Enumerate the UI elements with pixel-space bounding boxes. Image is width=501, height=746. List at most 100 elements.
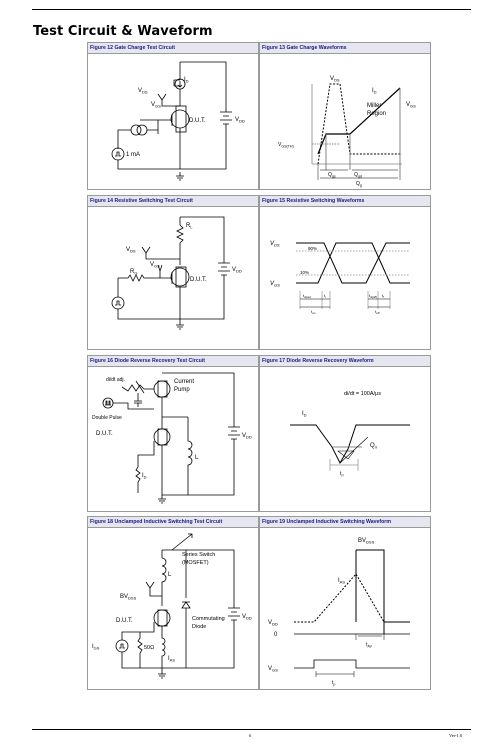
svg-text:VDS: VDS — [330, 76, 340, 83]
svg-text:IAS: IAS — [168, 656, 175, 663]
svg-text:tAV: tAV — [366, 642, 373, 649]
top-rule — [32, 9, 471, 10]
svg-text:di/dt = 100A/μs: di/dt = 100A/μs — [344, 391, 381, 397]
svg-text:VDS: VDS — [270, 241, 280, 248]
figure-14: Figure 14 Resistive Switching Test Circu… — [87, 195, 259, 350]
figure-caption: Figure 19 Unclamped Inductive Switching … — [260, 517, 430, 528]
svg-text:ID: ID — [372, 88, 377, 95]
diode-reverse-recovery-waveform: di/dt = 100A/μs ID Qrr trr — [290, 391, 410, 478]
svg-text:Region: Region — [367, 111, 386, 117]
svg-text:BVDSS: BVDSS — [358, 538, 375, 545]
svg-text:Qgs: Qgs — [328, 172, 336, 179]
svg-text:trr: trr — [340, 471, 345, 478]
diode-reverse-recovery-test-circuit: di/dt adj. Current Pump Double Pulse D.U… — [92, 372, 252, 504]
pulse-source-icon — [102, 397, 114, 409]
svg-text:RG: RG — [130, 269, 137, 276]
svg-text:1 mA: 1 mA — [126, 152, 140, 158]
version-label: Ver-1.0 — [449, 733, 463, 738]
svg-text:50Ω: 50Ω — [144, 645, 154, 651]
svg-text:(MOSFET): (MOSFET) — [182, 560, 209, 566]
svg-text:td(on): td(on) — [303, 293, 311, 299]
svg-text:IGS: IGS — [92, 644, 100, 651]
figure-caption: Figure 13 Gate Charge Waveforms — [260, 43, 430, 54]
svg-text:L: L — [168, 572, 172, 578]
mosfet-dut-icon — [153, 428, 171, 446]
svg-text:10%: 10% — [300, 270, 309, 275]
figure-12: Figure 12 Gate Charge Test Circuit ID VD… — [87, 42, 259, 190]
svg-text:Qgd: Qgd — [354, 172, 362, 179]
page-title: Test Circuit & Waveform — [33, 24, 213, 39]
unclamped-inductive-switching-waveform: BVDSS IAS VDD 0 tAV VGS tp — [268, 538, 410, 687]
svg-text:Double Pulse: Double Pulse — [92, 415, 122, 421]
current-source-icon — [136, 124, 148, 136]
svg-text:IAS: IAS — [338, 578, 345, 585]
svg-text:ID: ID — [302, 411, 307, 418]
figure-caption: Figure 14 Resistive Switching Test Circu… — [88, 196, 258, 207]
figure-caption: Figure 17 Diode Reverse Recovery Wavefor… — [260, 356, 430, 367]
gate-charge-waveforms: VDS ID VGS Miller Region VGS(TH) Qgs Qgd… — [278, 76, 416, 188]
svg-text:Miller: Miller — [367, 103, 381, 109]
svg-text:td(off): td(off) — [369, 293, 377, 299]
svg-text:VGS: VGS — [151, 102, 161, 109]
svg-text:tf: tf — [382, 293, 384, 299]
gate-charge-test-circuit: ID VDS VGS D.U.T. VDD 1 mA — [111, 61, 245, 181]
svg-text:VDD: VDD — [268, 620, 278, 627]
svg-text:VDD: VDD — [232, 267, 242, 274]
figure-grid: Figure 12 Gate Charge Test Circuit ID VD… — [87, 42, 431, 690]
svg-text:90%: 90% — [308, 246, 317, 251]
svg-text:Pump: Pump — [174, 387, 190, 393]
figure-18: Figure 18 Unclamped Inductive Switching … — [87, 516, 259, 690]
svg-text:RL: RL — [186, 223, 193, 230]
svg-text:Qg: Qg — [356, 181, 362, 188]
figure-13: Figure 13 Gate Charge Waveforms VDS ID V… — [259, 42, 431, 190]
svg-text:VDD: VDD — [242, 433, 252, 440]
svg-text:ID: ID — [142, 473, 147, 480]
svg-text:Series Switch: Series Switch — [182, 552, 215, 558]
mosfet-dut-icon — [175, 105, 187, 133]
svg-text:VGS: VGS — [406, 102, 416, 109]
svg-text:VDD: VDD — [235, 117, 245, 124]
figure-19: Figure 19 Unclamped Inductive Switching … — [259, 516, 431, 690]
svg-text:BVDSS: BVDSS — [120, 594, 137, 601]
series-switch-icon — [171, 533, 193, 551]
mosfet-dut-icon — [153, 609, 171, 627]
svg-text:di/dt adj.: di/dt adj. — [106, 377, 125, 383]
svg-text:D.U.T.: D.U.T. — [116, 618, 133, 624]
pulse-source-icon — [111, 147, 125, 161]
figure-caption: Figure 15 Resistive Switching Waveforms — [260, 196, 430, 207]
svg-text:L: L — [195, 455, 199, 461]
svg-text:Current: Current — [174, 379, 194, 385]
svg-text:tr: tr — [324, 293, 326, 299]
unclamped-inductive-switching-test-circuit: L Series Switch (MOSFET) BVDSS D.U.T. VD… — [92, 533, 252, 679]
svg-text:tp: tp — [332, 680, 335, 687]
figure-caption: Figure 16 Diode Reverse Recovery Test Ci… — [88, 356, 258, 367]
label-id: ID — [184, 77, 189, 84]
svg-text:D.U.T.: D.U.T. — [190, 277, 207, 283]
svg-text:VGS: VGS — [150, 262, 160, 269]
resistive-switching-test-circuit: RL VDS VGS RG D.U.T. VDD — [111, 216, 242, 330]
svg-text:VDD: VDD — [242, 614, 252, 621]
pulse-source-icon — [115, 639, 129, 653]
svg-text:VDS: VDS — [138, 88, 148, 95]
svg-text:Commutating: Commutating — [192, 616, 225, 622]
resistive-switching-waveforms: VDS VGS 90% 10% td(on) tr td(off) tf ton… — [270, 241, 410, 315]
svg-text:VGS: VGS — [268, 666, 278, 673]
mosfet-dut-icon — [170, 267, 190, 287]
page-number: 6 — [249, 733, 252, 738]
svg-text:Diode: Diode — [192, 624, 206, 630]
mosfet-pump-icon — [153, 380, 171, 398]
figure-15: Figure 15 Resistive Switching Waveforms … — [259, 195, 431, 350]
svg-text:Qrr: Qrr — [370, 443, 378, 450]
svg-text:0: 0 — [274, 632, 278, 638]
figure-caption: Figure 18 Unclamped Inductive Switching … — [88, 517, 258, 528]
svg-text:VGS: VGS — [270, 281, 280, 288]
pulse-source-icon — [111, 296, 125, 310]
svg-text:VDS: VDS — [126, 247, 136, 254]
svg-text:VGS(TH): VGS(TH) — [278, 142, 294, 149]
bottom-rule — [32, 729, 471, 730]
diode-icon — [181, 550, 191, 668]
svg-text:ton: ton — [311, 309, 316, 315]
svg-text:D.U.T.: D.U.T. — [189, 118, 206, 124]
figure-caption: Figure 12 Gate Charge Test Circuit — [88, 43, 258, 54]
figure-17: Figure 17 Diode Reverse Recovery Wavefor… — [259, 355, 431, 512]
